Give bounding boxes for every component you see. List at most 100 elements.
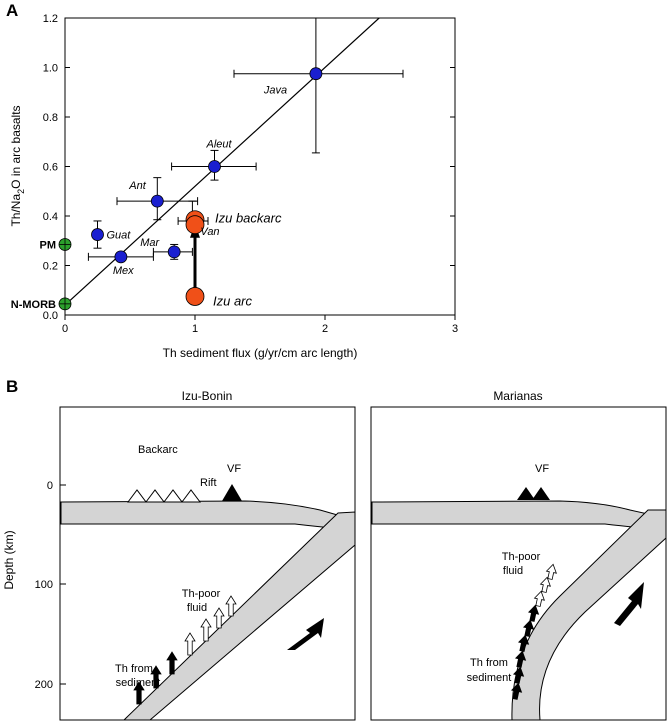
panel-a-label: A (6, 1, 18, 20)
point-label: Van (200, 226, 219, 238)
depth-ticks: 0 100 200 (35, 480, 66, 691)
data-point-mar (167, 245, 181, 259)
sediment-arrow (527, 604, 540, 622)
sediment-arrow (522, 619, 535, 637)
arrow-shape (545, 563, 557, 580)
marianas-title: Marianas (493, 389, 542, 403)
subduction-direction-arrow (614, 582, 644, 626)
sediment-arrow (517, 634, 530, 652)
sediment-arrow (514, 650, 527, 668)
sediment-arrow (512, 666, 525, 684)
arrow-shape (517, 634, 530, 652)
depth-tick-label-200: 200 (35, 679, 53, 691)
arrow-shape (539, 576, 551, 593)
point-label: Guat (107, 230, 132, 242)
marianas-slab (511, 509, 667, 721)
y-tick-label: 0.8 (43, 112, 58, 124)
data-point-mex (114, 250, 128, 264)
subduction-direction-arrow (287, 618, 324, 650)
y-axis-label: Th/Na2O in arc basalts (9, 105, 26, 226)
arrow-shape (510, 682, 523, 700)
data-point-java (309, 67, 323, 81)
x-axis-ticks: 0 1 2 3 (62, 315, 458, 335)
point-label: Mex (113, 265, 134, 277)
izu-label: Izu backarc (215, 211, 282, 226)
regression-line (65, 18, 380, 306)
izu-bonin-overriding-plate (60, 500, 356, 531)
izu-bonin-frame (59, 406, 356, 721)
izu-bonin-title: Izu-Bonin (182, 389, 233, 403)
x-tick-label: 3 (452, 323, 458, 335)
arrow-shape (533, 590, 545, 607)
fluid-arrow (545, 563, 557, 580)
fluid-arrow (225, 595, 237, 617)
point-label: Java (263, 85, 287, 97)
point-label: Mar (140, 237, 160, 249)
izu-bonin-slab (122, 511, 356, 721)
vf-label-right: VF (535, 463, 549, 475)
volcanic-front-triangle (222, 484, 242, 501)
rift-triangle (181, 489, 201, 503)
arrow-shape (200, 618, 212, 642)
rift-triangle (163, 489, 183, 503)
fluid-arrow (184, 632, 196, 656)
x-tick-label: 1 (192, 323, 198, 335)
arrow-shape (150, 665, 162, 689)
volcanic-front-triangle (532, 487, 550, 500)
data-point-ant (150, 194, 164, 208)
rift-triangle (127, 489, 147, 503)
backarc-label: Backarc (138, 444, 178, 456)
fluid-arrow (213, 607, 225, 629)
izu-label: Izu arc (213, 293, 253, 308)
subduction-direction-arrow-right (614, 582, 644, 626)
slab-arrows-left (133, 595, 237, 705)
rift-triangles (127, 489, 201, 503)
rift-triangle (145, 489, 165, 503)
sediment-arrow (510, 682, 523, 700)
izu-point (185, 287, 205, 306)
panel-b: B Depth (km) 0 100 200 Izu-Bonin Backarc (2, 377, 667, 721)
arrow-shape (133, 681, 145, 705)
data-point-guat (91, 228, 104, 241)
point-label: Ant (128, 180, 146, 192)
x-tick-label: 2 (322, 323, 328, 335)
arrow-shape (514, 650, 527, 668)
depth-tick-label-100: 100 (35, 579, 53, 591)
y-tick-label: 0.0 (43, 310, 58, 322)
sediment-arrow (166, 651, 178, 675)
arrow-shape (512, 666, 525, 684)
sediment-arrow (133, 681, 145, 705)
point-label: Aleut (206, 139, 233, 151)
vf-label-left: VF (227, 463, 241, 475)
fluid-arrow (200, 618, 212, 642)
data-points (58, 67, 323, 311)
data-point-aleut (208, 160, 221, 173)
marianas-overriding-plate (371, 500, 667, 531)
subduction-direction-arrow-left (287, 618, 324, 650)
y-tick-label: 1.2 (43, 13, 58, 25)
x-tick-label: 0 (62, 323, 68, 335)
reference-label: N-MORB (11, 299, 56, 311)
y-tick-label: 0.4 (43, 211, 58, 223)
volcanic-front-triangle (517, 487, 535, 500)
y-axis-ticks: 0.00.20.40.60.81.01.2 (43, 13, 455, 322)
arrow-shape (527, 604, 540, 622)
reference-label: PM (40, 239, 57, 251)
slab-arrows-right (510, 563, 557, 700)
panel-b-label: B (6, 377, 18, 396)
y-tick-label: 0.6 (43, 162, 58, 174)
x-axis-label: Th sediment flux (g/yr/cm arc length) (163, 346, 358, 360)
arrow-shape (522, 619, 535, 637)
depth-tick-label-0: 0 (47, 480, 53, 492)
y-tick-label: 1.0 (43, 63, 58, 75)
fluid-arrow (533, 590, 545, 607)
sediment-arrow (150, 665, 162, 689)
